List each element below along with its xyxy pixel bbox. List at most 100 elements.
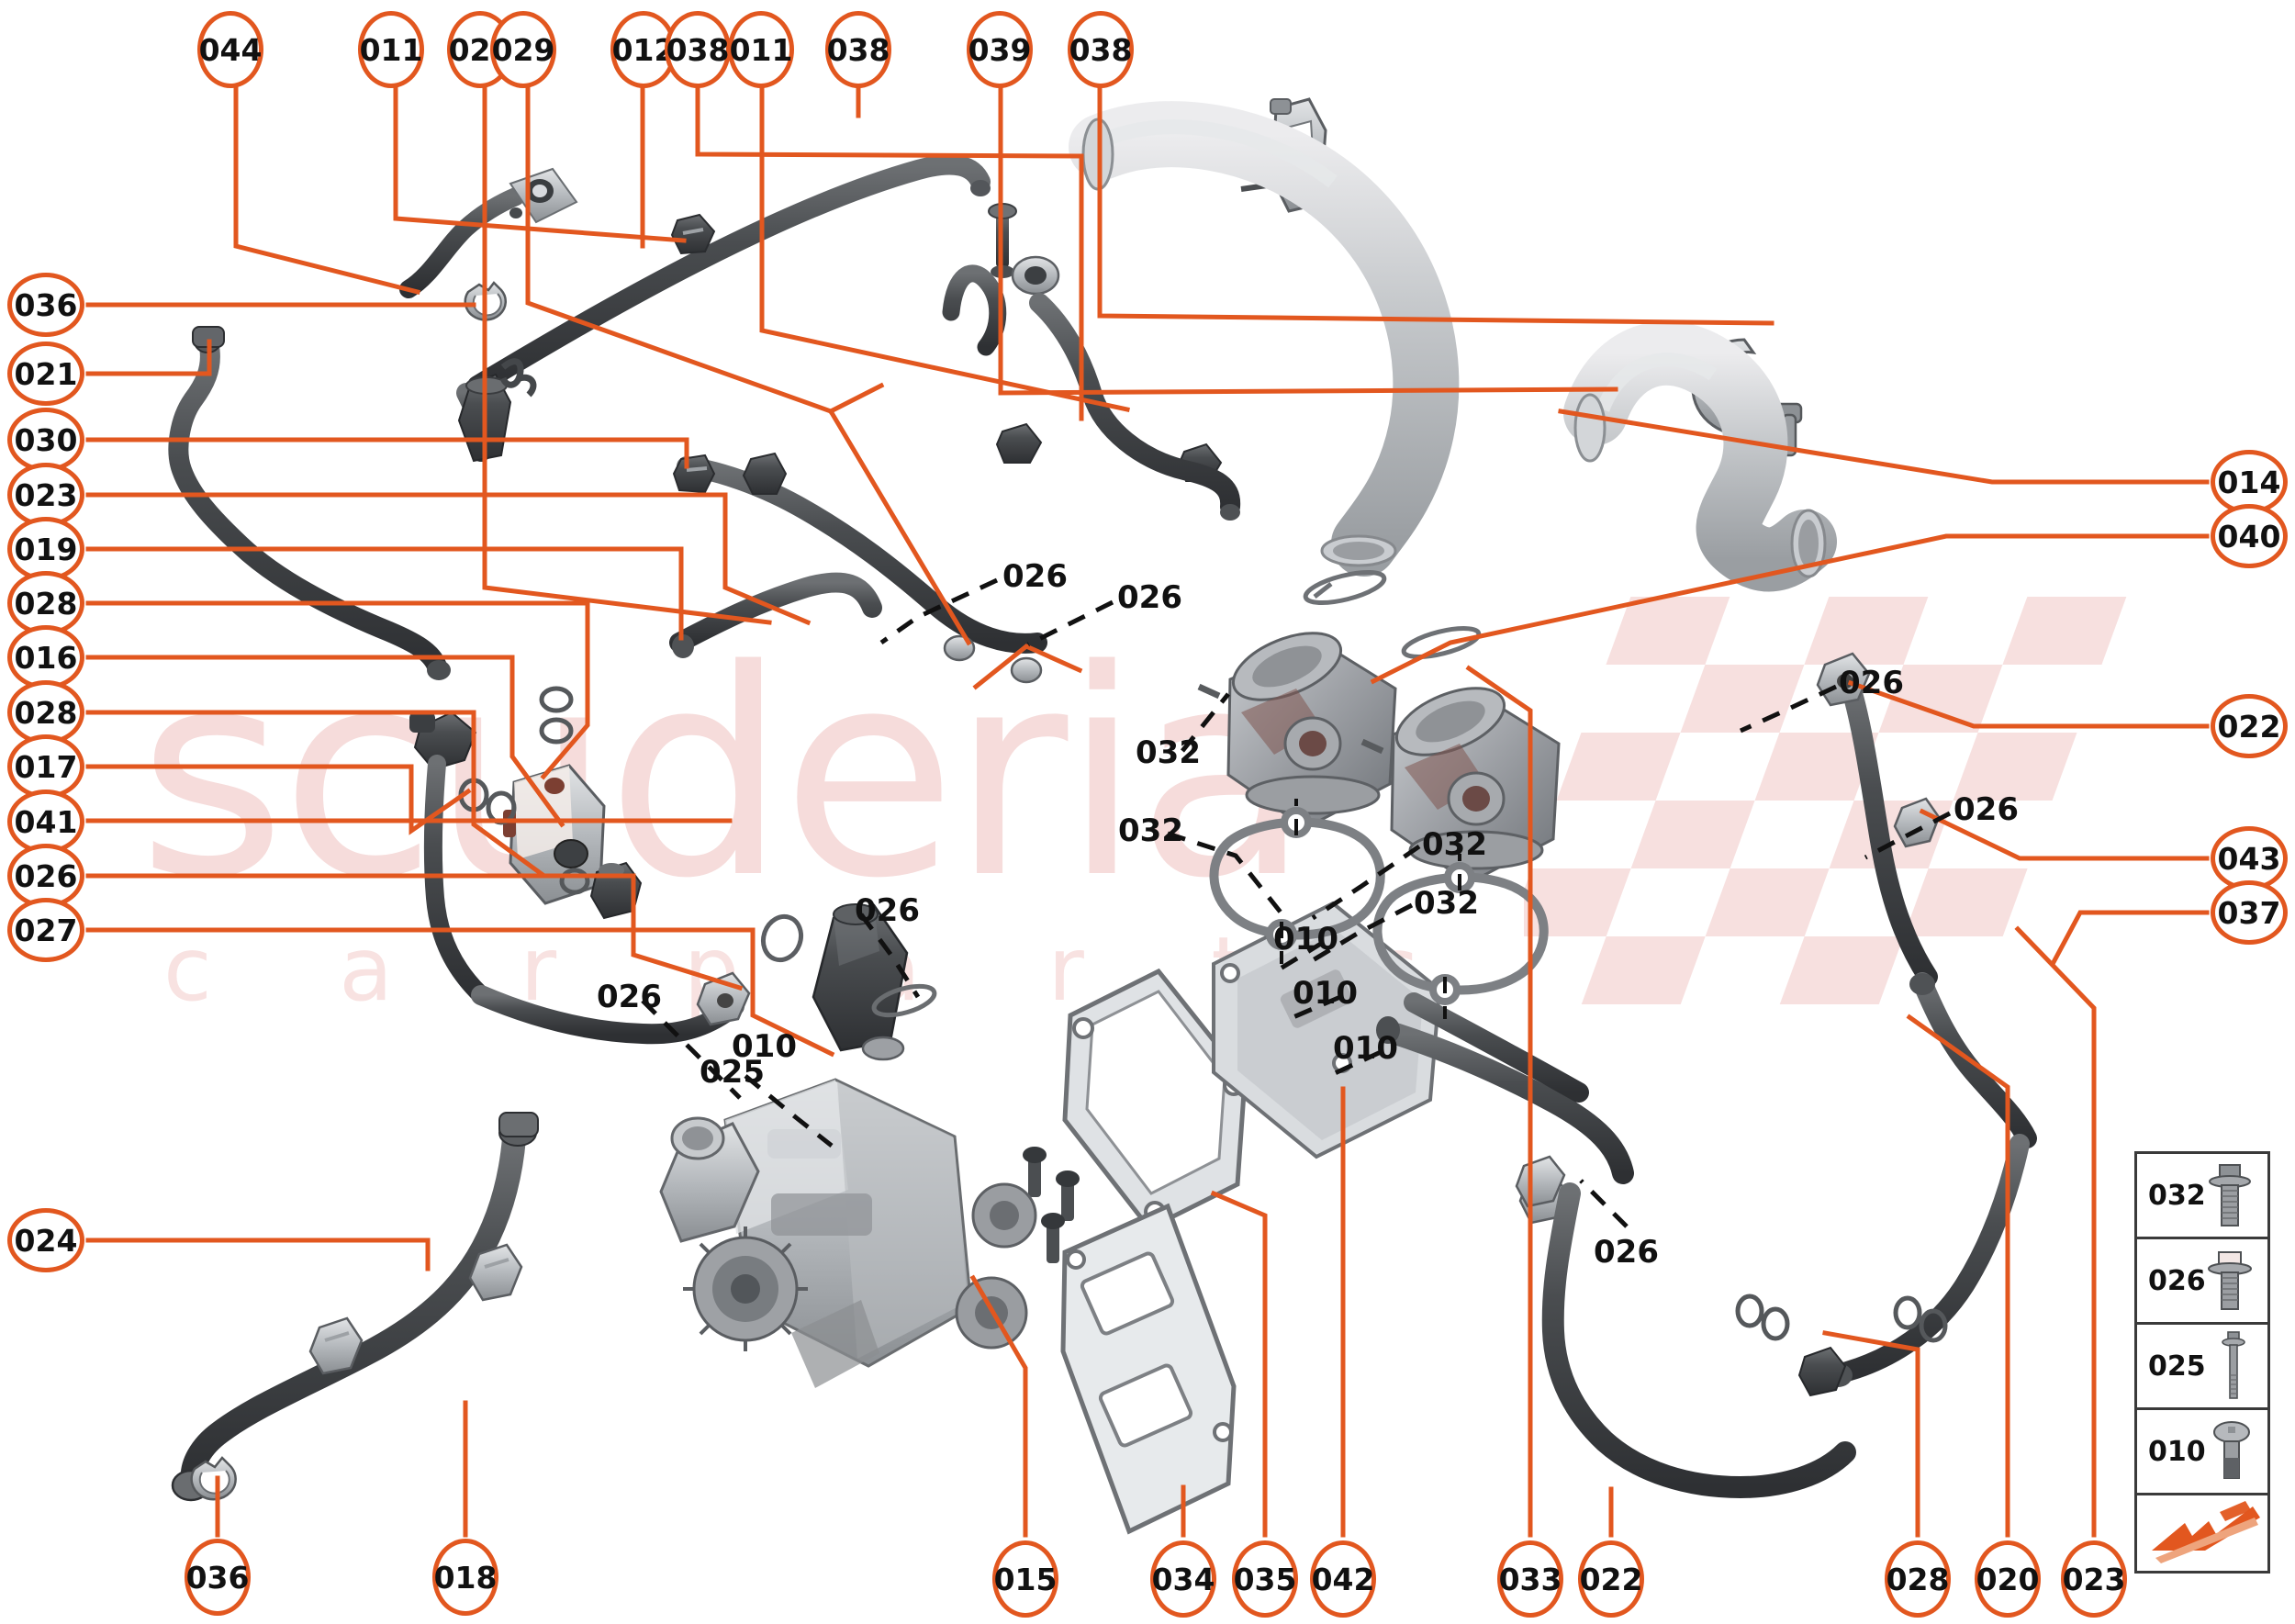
part-027-plug	[589, 861, 643, 920]
callout-label: 040	[2217, 518, 2281, 554]
part-017-sensor	[409, 711, 488, 1002]
inline-label-032: 032	[1422, 826, 1487, 863]
callout-041[interactable]: 041	[7, 790, 84, 854]
callout-label: 014	[2217, 464, 2281, 500]
legend-number: 025	[2148, 1350, 2206, 1383]
callout-036[interactable]: 036	[185, 1539, 251, 1616]
part-018-hose	[171, 1112, 539, 1502]
legend-row-025: 025	[2137, 1325, 2267, 1410]
callout-015[interactable]: 015	[992, 1540, 1058, 1618]
callout-label: 023	[14, 476, 78, 513]
part-024-clamps	[308, 1243, 523, 1375]
legend-row-logo	[2137, 1495, 2267, 1571]
callout-label: 030	[14, 421, 78, 458]
callout-label: 022	[2217, 708, 2281, 745]
callout-028[interactable]: 028	[1885, 1540, 1951, 1618]
inline-label-010: 010	[1293, 975, 1358, 1012]
hex-flange-bolt-short-icon	[2208, 1251, 2252, 1310]
callout-label: 029	[491, 31, 555, 68]
callout-040[interactable]: 040	[2211, 504, 2288, 568]
callout-label: 012	[611, 31, 676, 68]
part-012-fitting	[988, 203, 1060, 296]
callout-024[interactable]: 024	[7, 1208, 84, 1272]
callout-038[interactable]: 038	[1068, 11, 1134, 88]
inline-label-026: 026	[1594, 1234, 1659, 1271]
callout-044[interactable]: 044	[197, 11, 263, 88]
callout-label: 035	[1233, 1561, 1297, 1597]
hex-flange-bolt-icon	[2209, 1164, 2251, 1226]
part-035-gasket	[1062, 968, 1248, 1232]
part-015-water-pump	[659, 1078, 973, 1388]
callout-label: 019	[14, 531, 78, 567]
part-036-clamp-top	[464, 281, 508, 321]
callout-label: 018	[433, 1559, 498, 1596]
callout-038[interactable]: 038	[825, 11, 891, 88]
callout-label: 026	[14, 857, 78, 894]
callout-label: 033	[1498, 1561, 1562, 1597]
callout-019[interactable]: 019	[7, 517, 84, 581]
callout-023[interactable]: 023	[2061, 1540, 2127, 1618]
callout-011[interactable]: 011	[728, 11, 794, 88]
inline-label-025: 025	[700, 1054, 765, 1091]
part-turbocharger-left	[1197, 632, 1397, 830]
legend-row-010: 010	[2137, 1410, 2267, 1495]
callout-label: 027	[14, 912, 78, 948]
callout-label: 028	[14, 585, 78, 622]
callout-029[interactable]: 029	[490, 11, 556, 88]
callout-label: 041	[14, 803, 78, 840]
callout-023[interactable]: 023	[7, 463, 84, 527]
callout-label: 039	[968, 31, 1032, 68]
callout-038[interactable]: 038	[665, 11, 731, 88]
inline-label-026: 026	[1117, 579, 1182, 616]
inline-label-026: 026	[855, 892, 920, 929]
callout-036[interactable]: 036	[7, 273, 84, 337]
callout-label: 036	[185, 1559, 250, 1596]
callout-037[interactable]: 037	[2211, 880, 2288, 945]
callout-label: 015	[993, 1561, 1058, 1597]
callout-label: 011	[729, 31, 793, 68]
part-044-hose	[399, 167, 578, 298]
callout-028[interactable]: 028	[7, 571, 84, 635]
callout-020[interactable]: 020	[1975, 1540, 2041, 1618]
part-011-hose-b	[942, 264, 1241, 521]
callout-022[interactable]: 022	[2211, 694, 2288, 758]
callout-label: 016	[14, 639, 78, 676]
callout-label: 023	[2062, 1561, 2126, 1597]
callout-label: 022	[1579, 1561, 1643, 1597]
callout-label: 011	[359, 31, 423, 68]
callout-label: 042	[1311, 1561, 1375, 1597]
callout-label: 043	[2217, 840, 2281, 877]
legend-number: 010	[2148, 1435, 2206, 1468]
callout-039[interactable]: 039	[967, 11, 1033, 88]
callout-018[interactable]: 018	[432, 1539, 498, 1616]
inline-label-010: 010	[1273, 921, 1338, 958]
callout-016[interactable]: 016	[7, 625, 84, 689]
callout-035[interactable]: 035	[1232, 1540, 1298, 1618]
callout-033[interactable]: 033	[1497, 1540, 1563, 1618]
callout-label: 038	[826, 31, 890, 68]
part-021-hose	[168, 326, 451, 680]
callout-034[interactable]: 034	[1150, 1540, 1216, 1618]
callout-022[interactable]: 022	[1578, 1540, 1644, 1618]
part-036-clamp-bottom	[190, 1456, 237, 1501]
callout-017[interactable]: 017	[7, 734, 84, 799]
inline-label-026: 026	[597, 979, 662, 1015]
round-head-bolt-icon	[2213, 1421, 2250, 1479]
inline-label-010: 010	[1333, 1030, 1398, 1067]
inline-label-026: 026	[1002, 558, 1068, 595]
callout-021[interactable]: 021	[7, 342, 84, 406]
scuderia-arrow-logo-icon	[2152, 1501, 2260, 1563]
part-030-clip	[672, 454, 716, 494]
callout-label: 024	[14, 1222, 78, 1259]
legend-number: 032	[2148, 1179, 2206, 1212]
callout-042[interactable]: 042	[1310, 1540, 1376, 1618]
callout-027[interactable]: 027	[7, 898, 84, 962]
callout-011[interactable]: 011	[358, 11, 424, 88]
callout-label: 036	[14, 286, 78, 323]
inline-label-032: 032	[1118, 812, 1183, 849]
callout-label: 028	[1886, 1561, 1950, 1597]
part-041-hose	[471, 913, 804, 1045]
part-014-intake-pipe-right	[1563, 320, 1837, 592]
callout-030[interactable]: 030	[7, 408, 84, 472]
